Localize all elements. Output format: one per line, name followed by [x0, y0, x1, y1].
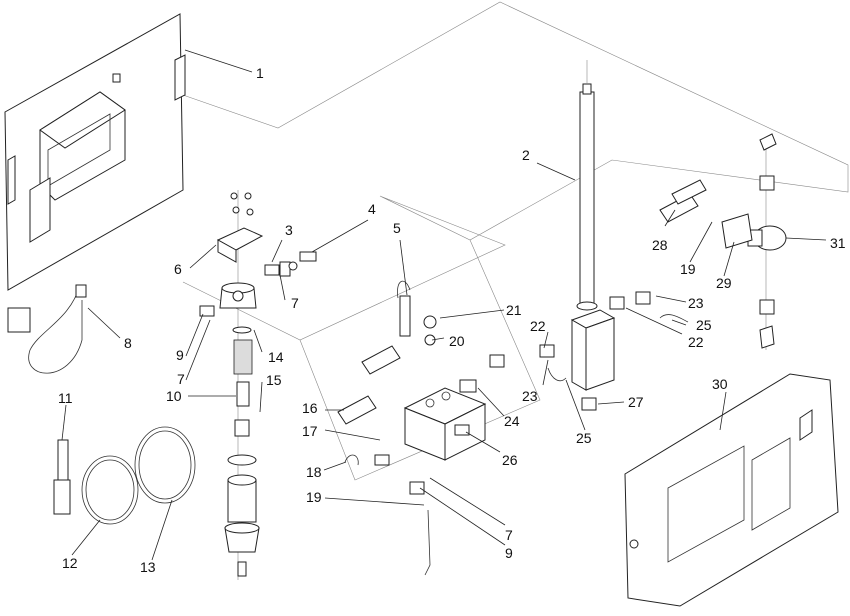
callout-25: 25 — [696, 317, 712, 333]
callout-12: 12 — [62, 555, 78, 571]
callout-27: 27 — [628, 394, 644, 410]
assembly-outline — [182, 1, 849, 341]
fittings-upper — [264, 251, 317, 277]
callout-21: 21 — [506, 302, 522, 318]
callout-15: 15 — [266, 372, 282, 388]
right-valve-assembly — [721, 133, 787, 350]
manifold-block — [403, 387, 487, 461]
callout-19: 19 — [680, 261, 696, 277]
callout-14: 14 — [268, 349, 284, 365]
callout-26: 26 — [502, 452, 518, 468]
callout-24: 24 — [504, 413, 520, 429]
callout-5: 5 — [393, 220, 401, 236]
callout-23: 23 — [688, 295, 704, 311]
sensor-probe — [397, 280, 411, 337]
callout-7: 7 — [505, 527, 513, 543]
callout-30: 30 — [712, 376, 728, 392]
filter-column — [219, 190, 260, 580]
small-fittings — [199, 291, 689, 576]
callout-31: 31 — [830, 235, 846, 251]
callout-7: 7 — [291, 295, 299, 311]
callout-3: 3 — [285, 222, 293, 238]
bracket — [216, 192, 264, 263]
callout-23: 23 — [522, 388, 538, 404]
leader-lines — [61, 49, 827, 561]
callout-13: 13 — [140, 559, 156, 575]
callout-22: 22 — [688, 334, 704, 350]
callout-29: 29 — [716, 275, 732, 291]
callout-labels: 1 2 3 4 5 6 7 7 7 8 9 9 10 11 12 13 14 1… — [58, 65, 846, 575]
valve-block — [570, 309, 616, 411]
callout-19: 19 — [306, 489, 322, 505]
front-cover — [624, 373, 839, 607]
callout-4: 4 — [368, 201, 376, 217]
hoses — [7, 284, 196, 525]
callout-2: 2 — [522, 147, 530, 163]
callout-7: 7 — [177, 371, 185, 387]
callout-28: 28 — [652, 237, 668, 253]
callout-9: 9 — [176, 347, 184, 363]
callout-22: 22 — [530, 318, 546, 334]
callout-6: 6 — [174, 261, 182, 277]
callout-10: 10 — [166, 388, 182, 404]
callout-20: 20 — [449, 333, 465, 349]
callout-11: 11 — [58, 390, 73, 406]
back-plate-assembly — [4, 13, 186, 291]
callout-17: 17 — [302, 423, 318, 439]
callout-8: 8 — [124, 335, 132, 351]
cylinders — [337, 179, 707, 425]
callout-16: 16 — [302, 400, 318, 416]
vertical-tube — [576, 60, 598, 311]
callout-25: 25 — [576, 430, 592, 446]
callout-9: 9 — [505, 545, 513, 561]
callout-1: 1 — [256, 65, 264, 81]
callout-18: 18 — [306, 464, 322, 480]
